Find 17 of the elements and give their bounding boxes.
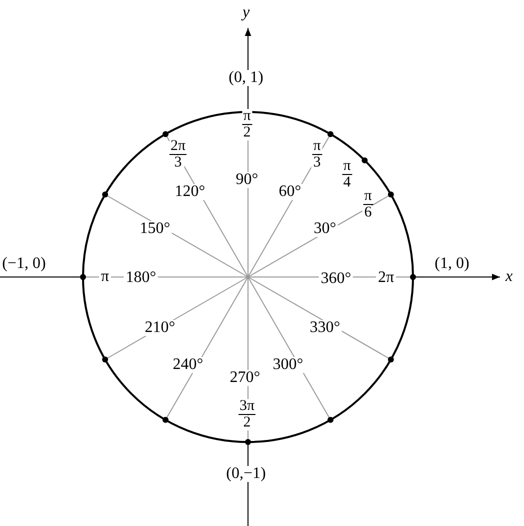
degree-label: 60° [276,184,304,200]
radian-denominator: 3 [311,156,323,170]
degree-label: 240° [170,357,206,373]
degree-label: 210° [142,320,178,336]
degree-label: 300° [270,357,306,373]
coordinate-label: (0,−1) [224,466,268,482]
degree-label: 90° [234,172,260,188]
radian-denominator: 2 [241,416,253,430]
radian-denominator: 2 [241,126,253,140]
coordinate-label: (−1, 0) [0,256,48,272]
radian-numerator: 2π [169,139,187,155]
radian-numerator: 3π [238,399,256,415]
radian-numerator: π [242,109,252,125]
coordinate-label: (0, 1) [226,70,266,86]
coordinate-label: (1, 0) [432,256,472,272]
degree-label: 270° [228,370,262,386]
degree-label: 30° [312,221,338,237]
